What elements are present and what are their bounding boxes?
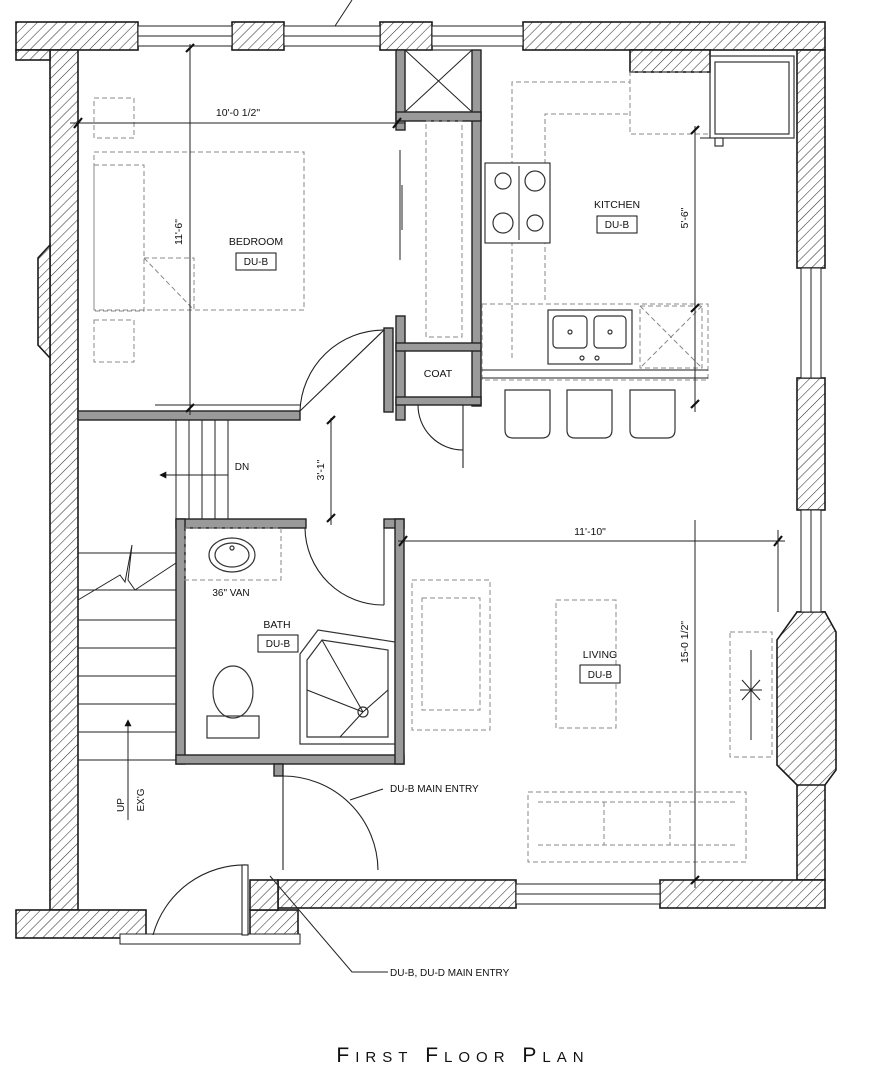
bath-tag: DU-B [266, 639, 291, 650]
bedroom-furniture [93, 97, 305, 406]
leader-lines [269, 0, 388, 973]
bedroom-depth-dim: 11'-6" [173, 219, 185, 245]
living-label: LIVING [583, 649, 617, 661]
vanity-label: 36" VAN [212, 588, 249, 599]
room-labels: BEDROOM DU-B KITCHEN DU-B COAT BATH DU-B… [229, 199, 640, 684]
living-width-dim: 11'-10" [574, 526, 606, 538]
living-tag: DU-B [588, 670, 613, 681]
kitchen-tag-box [596, 215, 638, 234]
closet-shaft [399, 49, 473, 338]
bedroom-tag: DU-B [244, 257, 269, 268]
dimension-lines [70, 43, 785, 888]
stair-up-label: UP [116, 798, 127, 812]
stair-down-label: DN [235, 462, 249, 473]
dimension-labels: 10'-0 1/2" 11'-6" 5'-6" 3'-1" 11'-10" 15… [173, 107, 691, 663]
coat-label: COAT [424, 368, 453, 380]
exterior-walls [15, 21, 837, 939]
stair-existing-label: EX'G [136, 788, 147, 811]
bath-tag-box [257, 634, 299, 653]
kitchen-label: KITCHEN [594, 199, 640, 211]
kitchen-depth-dim: 5'-6" [679, 207, 691, 228]
living-furniture [411, 579, 773, 863]
notes: DN UP EX'G 36" VAN DU-B MAIN ENTRY DU-B,… [116, 462, 510, 979]
doors [152, 328, 464, 936]
bedroom-width-dim: 10'-0 1/2" [216, 107, 261, 119]
range [484, 162, 551, 244]
main-entry-label: DU-B MAIN ENTRY [390, 784, 479, 795]
hall-width-dim: 3'-1" [315, 459, 327, 480]
windows [119, 25, 822, 945]
kitchen-tag: DU-B [605, 220, 630, 231]
stairs [77, 420, 229, 820]
living-tag-box [579, 664, 621, 684]
drawing-title: First Floor Plan [336, 1044, 589, 1067]
bedroom-tag-box [235, 252, 277, 271]
kitchen-cabinets [481, 55, 795, 381]
interior-walls [77, 49, 482, 777]
dishwasher [639, 305, 703, 369]
bath-fixtures [184, 527, 396, 745]
bar-stools [504, 389, 676, 439]
kitchen-sink [547, 309, 633, 365]
living-depth-dim: 15-0 1/2" [679, 621, 691, 664]
bath-label: BATH [263, 619, 290, 631]
bedroom-label: BEDROOM [229, 236, 283, 248]
shared-entry-label: DU-B, DU-D MAIN ENTRY [390, 968, 510, 979]
